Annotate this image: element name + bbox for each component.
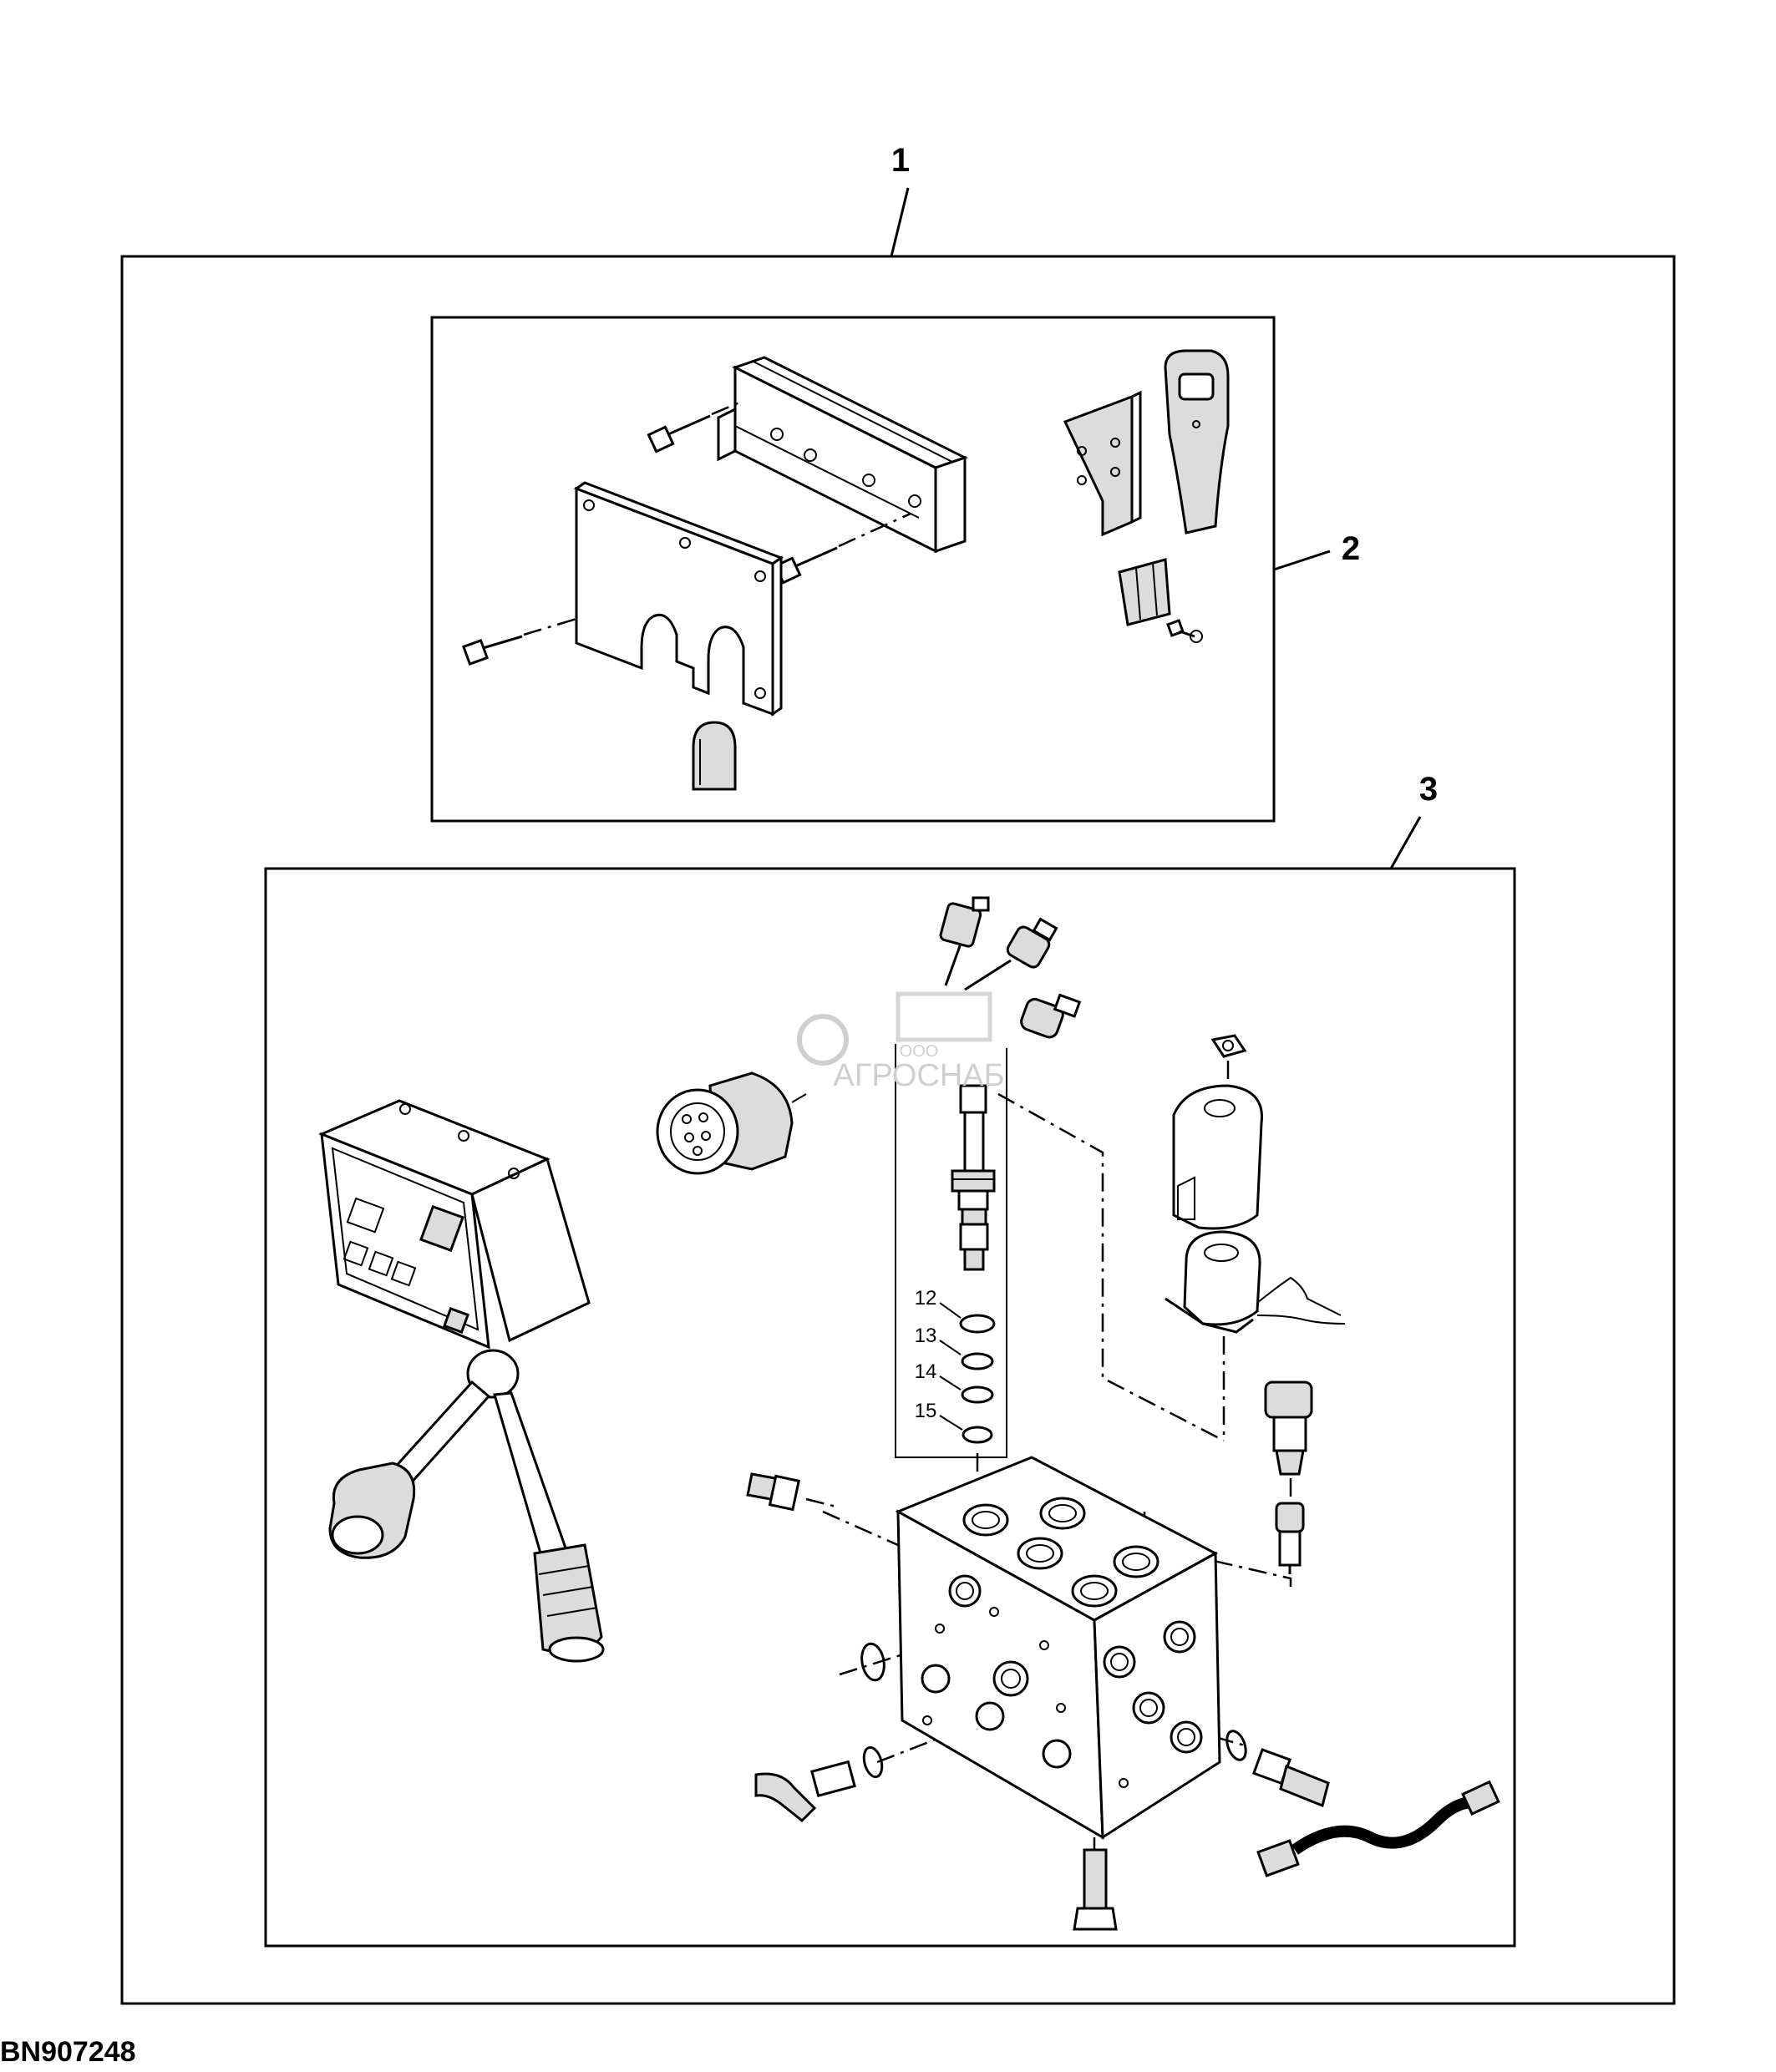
rubber-cap bbox=[692, 721, 737, 791]
control-box-assembly bbox=[318, 1099, 605, 1663]
plug-connectors bbox=[939, 896, 1082, 1039]
leader-line-3 bbox=[1389, 816, 1422, 869]
solenoid-assembly bbox=[1165, 1034, 1346, 1441]
latch-handle bbox=[1164, 349, 1230, 534]
bottom-bolt bbox=[1073, 1848, 1118, 1931]
o-ring-stack: 12 13 14 15 bbox=[915, 1287, 996, 1503]
cartridge-assembly bbox=[895, 1044, 1007, 1458]
manifold-block bbox=[895, 1456, 1221, 1840]
outer-kit-frame bbox=[120, 255, 1676, 2005]
hose-assembly bbox=[1256, 1780, 1500, 1877]
fitting-right bbox=[1225, 1730, 1330, 1808]
elbow-fitting bbox=[754, 1745, 884, 1823]
fittings bbox=[746, 1472, 1500, 1931]
watermark-small: ООО bbox=[900, 1042, 939, 1061]
callout-3: 3 bbox=[1419, 771, 1438, 808]
bolt-upper bbox=[647, 399, 744, 453]
figure-id: BN907248 bbox=[0, 2036, 136, 2068]
side-bracket bbox=[1063, 390, 1142, 537]
callout-15: 15 bbox=[915, 1400, 937, 1422]
callout-13: 13 bbox=[915, 1325, 937, 1347]
slotted-mounting-plate bbox=[573, 481, 784, 717]
plug-connector-3 bbox=[1020, 993, 1082, 1039]
callout-2: 2 bbox=[1342, 530, 1360, 567]
bolt-lower bbox=[461, 615, 586, 666]
leader-line-1 bbox=[890, 187, 910, 257]
leader-line-2 bbox=[1273, 550, 1331, 571]
plug-connector-1 bbox=[939, 896, 990, 986]
round-connector bbox=[656, 1071, 807, 1175]
watermark-brand: АГРОСНАБ bbox=[833, 1058, 1004, 1093]
valve-kit-frame bbox=[264, 867, 1516, 1948]
mounting-bracket-parts bbox=[461, 349, 1230, 791]
plug-connector-2 bbox=[964, 917, 1058, 991]
o-ring-left bbox=[860, 1642, 885, 1682]
callout-14: 14 bbox=[915, 1360, 937, 1383]
fitting-upper-left bbox=[746, 1472, 840, 1512]
clip-with-screw bbox=[1118, 558, 1203, 643]
callout-12: 12 bbox=[915, 1287, 937, 1310]
relief-cartridge bbox=[1264, 1380, 1313, 1574]
watermark: ООО АГРОСНАБ bbox=[797, 991, 1005, 1093]
callout-1: 1 bbox=[891, 142, 910, 179]
channel-rail bbox=[717, 356, 968, 554]
